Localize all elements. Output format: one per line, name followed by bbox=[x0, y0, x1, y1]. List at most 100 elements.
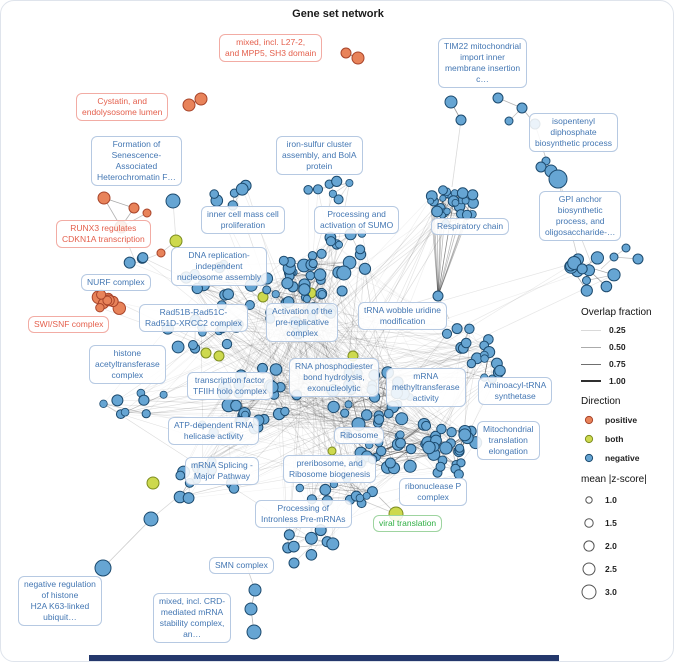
legend-direction-item: negative bbox=[581, 452, 673, 464]
network-node-negative bbox=[355, 244, 366, 255]
legend-direction-value: negative bbox=[605, 453, 640, 463]
gene-set-label: mRNA methyltransferase activity bbox=[386, 368, 466, 408]
network-node-positive bbox=[97, 191, 111, 205]
network-node-negative bbox=[325, 236, 336, 247]
network-node-negative bbox=[443, 207, 451, 215]
zscore-circle-icon bbox=[581, 538, 597, 554]
legend-direction-item: both bbox=[581, 433, 673, 445]
network-node-negative bbox=[383, 408, 394, 419]
network-edge bbox=[317, 182, 350, 190]
network-node-negative bbox=[576, 263, 588, 275]
network-node-negative bbox=[316, 248, 327, 259]
network-node-negative bbox=[609, 252, 619, 262]
network-node-negative bbox=[441, 328, 453, 339]
legend-title-overlap-fraction: Overlap fraction bbox=[581, 307, 652, 318]
network-node-positive bbox=[156, 248, 166, 258]
network-node-negative bbox=[335, 240, 344, 249]
legend-line-sample bbox=[581, 329, 601, 331]
network-node-negative bbox=[317, 290, 327, 299]
network-node-negative bbox=[480, 354, 489, 363]
network-node-positive bbox=[95, 303, 105, 313]
legend-zscore-item: 1.5 bbox=[581, 515, 673, 531]
network-node-negative bbox=[438, 185, 448, 196]
gene-set-label: negative regulation of histone H2A K63-l… bbox=[18, 576, 102, 627]
gene-set-label: Mitochondrial translation elongation bbox=[477, 421, 540, 461]
network-node-negative bbox=[582, 276, 591, 285]
network-edge bbox=[313, 263, 366, 270]
network-node-negative bbox=[280, 406, 290, 417]
legend-direction-value: both bbox=[605, 434, 624, 444]
network-edge bbox=[359, 249, 460, 451]
network-node-negative bbox=[137, 252, 149, 264]
network-node-negative bbox=[295, 483, 304, 493]
network-node-negative bbox=[384, 457, 396, 469]
zscore-circle-icon bbox=[581, 561, 597, 577]
network-node-negative bbox=[504, 116, 514, 126]
network-node-negative bbox=[456, 458, 466, 468]
network-edge bbox=[245, 412, 345, 416]
network-edge bbox=[374, 394, 438, 473]
network-node-negative bbox=[361, 409, 373, 421]
legend-direction-item: positive bbox=[581, 414, 673, 426]
gene-set-label: NURF complex bbox=[81, 274, 151, 292]
legend-zscore-value: 1.0 bbox=[605, 495, 617, 505]
gene-set-label: mixed, incl. CRD- mediated mRNA stabilit… bbox=[153, 593, 232, 644]
network-node-negative bbox=[444, 95, 458, 109]
network-edge bbox=[387, 339, 489, 373]
network-node-negative bbox=[175, 470, 186, 481]
network-edge bbox=[433, 201, 439, 297]
legend-zscore-value: 3.0 bbox=[605, 587, 617, 597]
network-node-negative bbox=[269, 363, 283, 376]
network-node-negative bbox=[111, 394, 124, 407]
gene-set-label: inner cell mass cell proliferation bbox=[201, 206, 285, 235]
network-node-negative bbox=[492, 92, 504, 104]
network-edge bbox=[347, 190, 444, 386]
network-node-negative bbox=[373, 414, 385, 425]
gene-set-label: viral translation bbox=[373, 515, 443, 533]
network-node-negative bbox=[120, 407, 130, 417]
network-node-positive bbox=[351, 51, 365, 65]
bottom-window-bar bbox=[89, 655, 559, 661]
page-title: Gene set network bbox=[292, 8, 384, 20]
legend-title-mean-zscore: mean |z-score| bbox=[581, 474, 647, 485]
legend-zscore-item: 2.5 bbox=[581, 561, 673, 577]
zscore-circle-icon bbox=[581, 584, 597, 600]
gene-set-label: Cystatin, and endolysosome lumen bbox=[76, 93, 169, 122]
network-edge bbox=[145, 327, 223, 414]
network-node-negative bbox=[188, 340, 198, 350]
network-node-negative bbox=[435, 461, 446, 472]
network-node-negative bbox=[302, 294, 311, 303]
network-node-negative bbox=[271, 290, 280, 299]
gene-set-label: Respiratory chain bbox=[431, 218, 510, 236]
network-node-negative bbox=[432, 290, 444, 302]
legend-zscore-item: 2.0 bbox=[581, 538, 673, 554]
zscore-circle-icon bbox=[581, 492, 597, 508]
gene-set-label: Aminoacyl-tRNA synthetase bbox=[478, 377, 553, 406]
network-edge bbox=[328, 214, 443, 351]
network-edge bbox=[224, 392, 446, 449]
gene-set-label: Processing and activation of SUMO bbox=[314, 206, 400, 235]
network-node-negative bbox=[262, 285, 272, 295]
network-edge bbox=[378, 419, 435, 437]
network-node-negative bbox=[182, 492, 195, 504]
gene-set-label: tRNA wobble uridine modification bbox=[358, 302, 448, 331]
network-edge bbox=[299, 487, 373, 492]
network-node-negative bbox=[345, 178, 354, 187]
network-node-negative bbox=[458, 428, 472, 442]
network-edge bbox=[345, 262, 575, 405]
gene-set-label: Ribosome bbox=[334, 427, 385, 445]
network-node-negative bbox=[319, 483, 332, 496]
network-node-negative bbox=[460, 337, 472, 349]
network-edge bbox=[197, 384, 373, 469]
network-edge bbox=[320, 279, 435, 439]
network-node-negative bbox=[141, 409, 151, 419]
network-edge bbox=[211, 406, 334, 462]
gene-set-label: ATP-dependent RNA helicase activity bbox=[168, 417, 260, 446]
legend-overlap-item: 0.75 bbox=[581, 359, 673, 369]
network-edge bbox=[146, 393, 404, 414]
network-edge bbox=[333, 483, 373, 492]
network-node-negative bbox=[94, 559, 112, 577]
legend-overlap-value: 0.50 bbox=[609, 342, 626, 352]
network-edge bbox=[312, 255, 435, 448]
network-node-negative bbox=[326, 537, 340, 551]
